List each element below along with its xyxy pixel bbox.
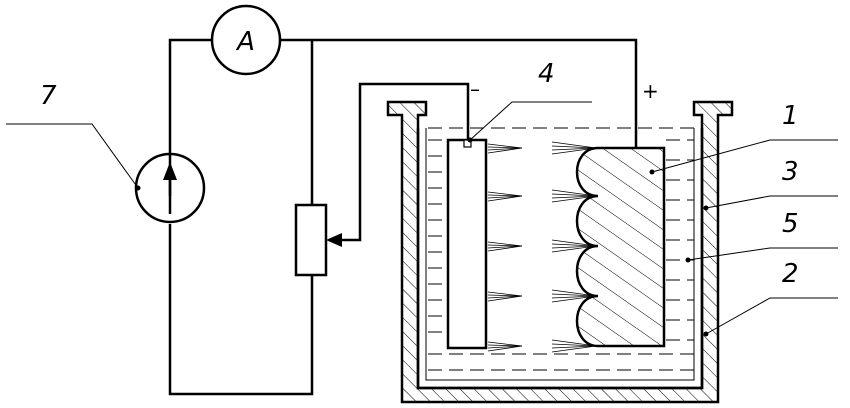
current-line — [487, 345, 523, 349]
current-line — [487, 147, 523, 151]
power-source — [134, 152, 206, 224]
rheostat — [294, 203, 328, 277]
ammeter: A — [210, 4, 282, 76]
current-line — [487, 295, 523, 299]
electrolyte — [428, 127, 694, 371]
current-line — [551, 193, 597, 197]
current-line — [487, 147, 523, 154]
current-line — [551, 147, 597, 151]
current-line — [551, 141, 597, 149]
leader-lines — [6, 101, 838, 337]
circuit-wires — [168, 38, 638, 396]
current-line — [551, 243, 597, 247]
current-line — [487, 244, 523, 247]
ammeter-symbol: A — [235, 27, 255, 57]
current-line — [487, 245, 523, 249]
current-line — [487, 195, 523, 199]
current-line — [551, 145, 597, 149]
current-line — [487, 344, 523, 347]
current-line — [487, 245, 523, 252]
current-line — [551, 245, 597, 249]
label-bath-wall: 3 — [782, 157, 799, 187]
negative-sign: – — [470, 77, 480, 101]
current-line — [551, 295, 597, 299]
label-electrolyte: 5 — [782, 209, 799, 239]
current-lines — [487, 141, 597, 353]
current-line — [551, 195, 597, 199]
positive-sign: + — [642, 79, 659, 103]
current-line — [551, 293, 597, 297]
anode — [575, 146, 666, 348]
current-line — [551, 345, 597, 349]
label-lining: 2 — [782, 259, 799, 289]
current-line — [487, 194, 523, 197]
current-line — [551, 345, 597, 353]
label-cathode: 4 — [538, 59, 555, 89]
current-line — [551, 343, 597, 347]
current-line — [487, 191, 523, 197]
current-line — [487, 291, 523, 297]
label-power-source: 7 — [40, 81, 57, 111]
current-line — [487, 143, 523, 149]
current-line — [487, 241, 523, 247]
current-line — [487, 146, 523, 149]
current-line — [487, 294, 523, 297]
current-line — [487, 345, 523, 352]
label-anode: 1 — [782, 101, 799, 131]
current-line — [487, 195, 523, 202]
cathode — [446, 138, 488, 350]
current-line — [487, 341, 523, 347]
wiper-arrowhead — [326, 233, 342, 247]
current-line — [487, 295, 523, 302]
